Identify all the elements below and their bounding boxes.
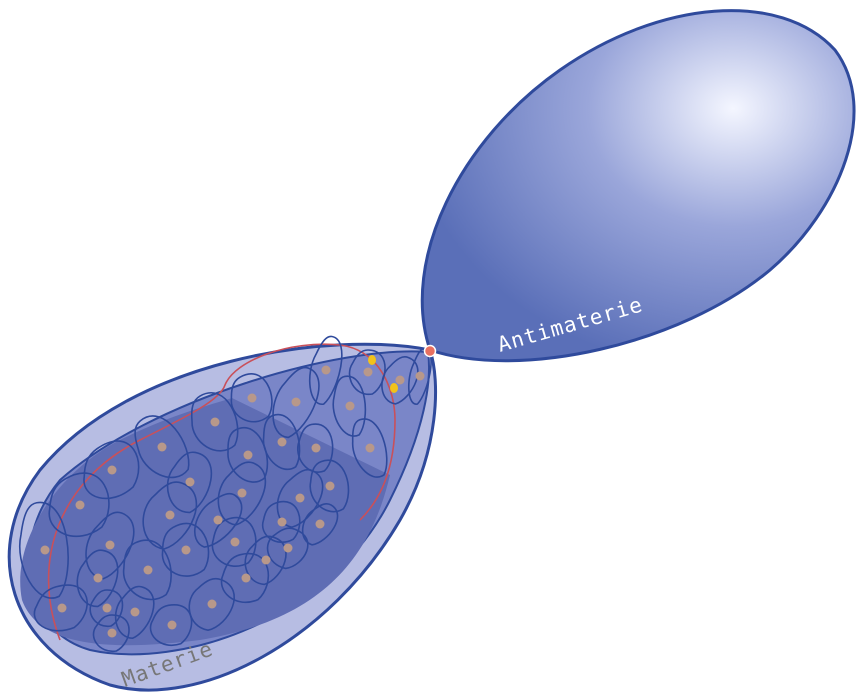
particle: [186, 478, 195, 487]
particle: [231, 538, 240, 547]
particle: [364, 368, 373, 377]
particle: [108, 629, 117, 638]
particle: [312, 444, 321, 453]
particle: [262, 556, 271, 565]
particle: [76, 501, 85, 510]
particle: [106, 541, 115, 550]
particle: [208, 600, 217, 609]
particle: [158, 443, 167, 452]
particle: [326, 482, 335, 491]
particle: [278, 438, 287, 447]
particle: [322, 366, 331, 375]
particle: [292, 398, 301, 407]
yellow-particle: [368, 355, 376, 365]
particle: [416, 372, 425, 381]
particle: [284, 544, 293, 553]
particle: [166, 511, 175, 520]
particle: [366, 444, 375, 453]
particle: [168, 621, 177, 630]
particle: [244, 451, 253, 460]
particle: [296, 494, 305, 503]
particle: [58, 604, 67, 613]
particle: [131, 608, 140, 617]
particle: [103, 604, 112, 613]
particle: [248, 394, 257, 403]
particle: [316, 520, 325, 529]
particle: [182, 546, 191, 555]
origin-point: [425, 346, 436, 357]
particle: [144, 566, 153, 575]
particle: [242, 574, 251, 583]
particle: [396, 376, 405, 385]
particle: [238, 489, 247, 498]
particle: [41, 546, 50, 555]
yellow-particle: [390, 383, 398, 393]
particle: [346, 402, 355, 411]
particle: [211, 418, 220, 427]
particle: [278, 518, 287, 527]
particle: [94, 574, 103, 583]
particle: [108, 466, 117, 475]
particle: [214, 516, 223, 525]
